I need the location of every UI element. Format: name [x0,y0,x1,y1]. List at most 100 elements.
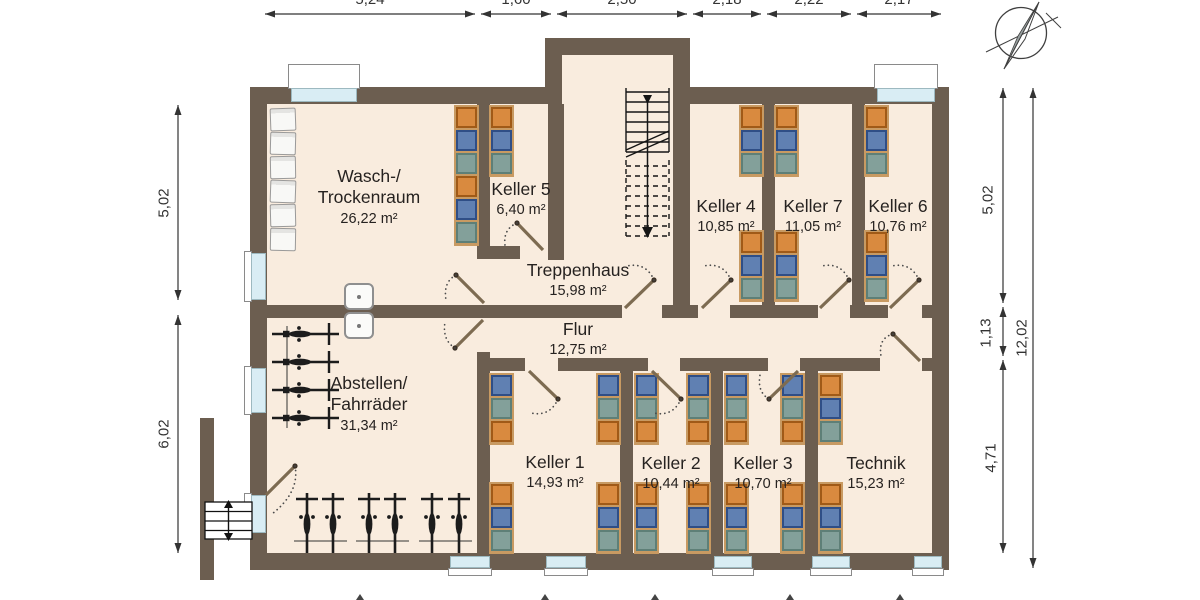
room-area: 10,76 m² [869,219,927,236]
bike-body [329,513,337,535]
wall-segment [545,38,690,55]
door-leaf [623,278,656,310]
bike-body [289,414,311,422]
storage-box-icon [491,153,512,174]
room-label-technik: Technik 15,23 m² [846,453,905,494]
storage-box-icon [741,130,762,151]
wall-segment [662,305,698,318]
stairwell-floor [562,55,673,104]
storage-box-icon [636,530,657,551]
room-label-abstellraum: Abstellen/ Fahrräder 31,34 m² [331,373,408,435]
bike-saddle [283,386,290,394]
bike-pedal [373,515,377,519]
storage-box-icon [866,232,887,253]
storage-box-icon [636,398,657,419]
door-leaf [700,278,733,310]
room-name: Abstellen/ [330,373,408,393]
storage-box-icon [726,398,747,419]
storage-box-icon [866,278,887,299]
north-arrow-icon [985,1,1062,70]
bicycle-icon [322,493,344,553]
window-frame [874,64,938,89]
dimension-label-right-total: 12,02 [1013,319,1031,357]
dimension-line [999,88,1007,303]
dim-arrow [465,10,475,18]
door-swing-arc [891,264,920,281]
storage-box-icon [598,398,619,419]
storage-box-icon [820,421,841,442]
storage-box-icon [820,484,841,505]
window [914,556,942,568]
storage-box-icon [741,107,762,128]
bike-saddle [283,330,290,338]
room-name: Keller 5 [491,179,551,199]
storage-box-icon [456,222,477,243]
bike-pedal [337,515,341,519]
wall-segment [680,358,768,371]
door-leaf [891,332,922,363]
door-swing [879,331,922,363]
door-swing [888,264,922,310]
dim-arrow [931,10,941,18]
bicycle-icon [421,493,443,553]
storage-box-icon [726,421,747,442]
exterior-stairs-icon [204,500,253,541]
storage-box-icon [726,507,747,528]
dimension-label-top: 2,18 [712,0,741,8]
storage-box-icon [598,507,619,528]
room-label-keller4: Keller 4 10,85 m² [696,196,755,237]
wall-segment [490,358,525,371]
door-swing [264,463,298,515]
room-area: 10,44 m² [642,476,700,493]
wall-segment [558,358,648,371]
bike-pedal [361,515,365,519]
dim-arrow [767,10,777,18]
room-label-waschraum: Wasch-/ Trockenraum 26,22 m² [318,166,420,228]
window [251,368,266,413]
storage-box-icon [820,507,841,528]
dim-arrow [1029,88,1037,98]
staircase-icon [625,88,670,238]
dimension-label-top: 2,50 [607,0,636,8]
door-swing [758,369,800,402]
bike-pedal [463,515,467,519]
storage-box-icon [688,484,709,505]
door-swing [527,369,561,415]
room-area: 15,23 m² [847,476,905,493]
wall-segment [477,104,490,254]
door-leaf [515,221,545,252]
dimension-hint [356,594,364,600]
storage-box-icon [491,530,512,551]
room-area: 15,98 m² [549,283,607,300]
storage-box-icon [782,398,803,419]
dimension-label-top: 5,24 [355,0,384,8]
dimension-hint [896,594,904,600]
room-label-keller7: Keller 7 11,05 m² [783,196,842,237]
door-swing-arc [879,333,894,357]
door-swing [444,272,486,305]
bike-body [455,513,463,535]
door-swing-arc [444,274,457,301]
storage-box-icon [636,507,657,528]
door-swing-arc [758,374,770,400]
door-swing-arc [653,398,682,415]
bike-body [289,386,311,394]
storage-box-icon [866,255,887,276]
bicycle-icon [272,323,339,345]
wall-segment [250,553,949,570]
storage-box-icon [782,421,803,442]
dim-arrow [999,360,1007,370]
room-name: Keller 2 [641,453,701,473]
door-swing [443,318,485,351]
door-leaf [818,278,851,310]
bike-pedal [299,515,303,519]
door-leaf [527,369,560,401]
bike-pedal [399,515,403,519]
storage-box-icon [776,232,797,253]
dimension-label-right: 5,02 [979,185,997,215]
storage-box-icon [491,375,512,396]
dim-arrow [1029,558,1037,568]
storage-box-icon [741,232,762,253]
wall-segment [850,305,888,318]
